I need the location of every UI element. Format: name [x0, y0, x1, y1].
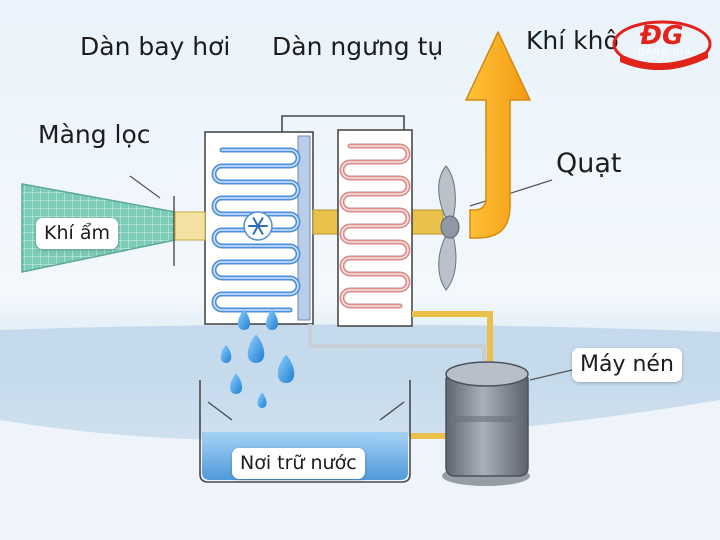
- dry-air-label: Khí khô: [526, 26, 619, 55]
- water-tank-label: Nơi trữ nước: [232, 448, 365, 479]
- water-drop: [266, 309, 278, 330]
- water-drop: [247, 334, 265, 363]
- water-drop-icon: [220, 309, 295, 408]
- fan-label: Quạt: [556, 148, 622, 179]
- connector-bracket: [281, 115, 405, 132]
- compressor-label: Máy nén: [572, 348, 682, 382]
- water-drop: [277, 354, 295, 383]
- compressor-icon: [442, 361, 530, 486]
- water-drop: [238, 309, 250, 330]
- refrigerant-pipe-cold: [308, 324, 486, 372]
- filter-label: Màng lọc: [38, 120, 151, 149]
- duct-middle: [312, 209, 339, 235]
- water-drop: [257, 392, 267, 408]
- compressor-pointer: [529, 369, 573, 381]
- logo-mark: ĐG: [639, 21, 683, 51]
- duct-inlet: [174, 211, 206, 241]
- duct-outlet: [410, 209, 444, 235]
- evaporator-label: Dàn bay hơi: [80, 32, 231, 61]
- fan-icon: [438, 165, 460, 291]
- water-drop: [230, 373, 242, 394]
- dry-air-arrow-icon: [465, 31, 531, 239]
- condenser-label: Dàn ngưng tụ: [272, 32, 444, 61]
- logo-text: ĐĂNG GIA: [638, 48, 692, 58]
- logo-icon: ĐG: [612, 20, 712, 70]
- condenser-coil-highlight: [341, 145, 409, 307]
- fan-pointer: [469, 179, 553, 207]
- condenser-unit: [337, 129, 413, 327]
- humid-air-label: Khí ẩm: [36, 218, 118, 249]
- snowflake-icon: [243, 211, 273, 241]
- water-drop: [220, 344, 232, 363]
- filter-pointer: [129, 175, 161, 199]
